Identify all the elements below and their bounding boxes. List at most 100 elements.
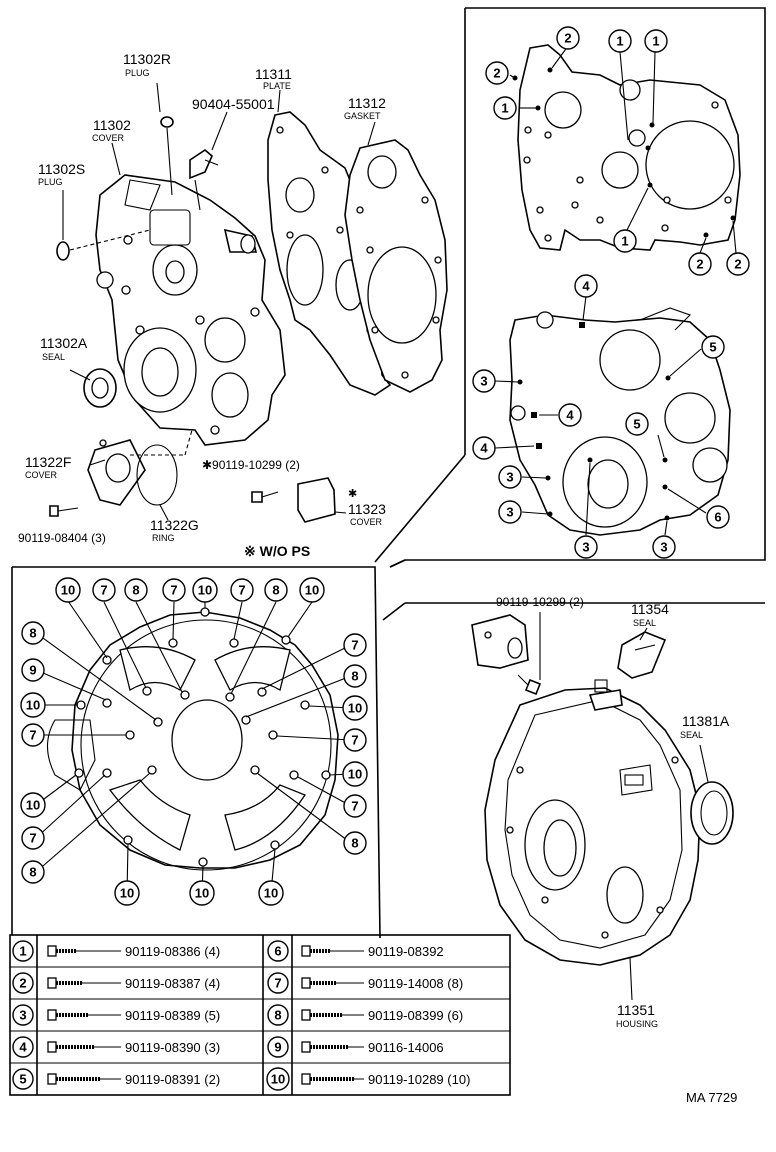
svg-text:3: 3 [660, 540, 667, 555]
svg-text:10: 10 [305, 583, 319, 598]
svg-text:7: 7 [351, 733, 358, 748]
label-11351: 11351 HOUSING [616, 1002, 658, 1029]
label-90119-10299: 90119-10299 (2) [496, 595, 584, 609]
callout-8: 8 [343, 831, 367, 855]
svg-text:3: 3 [480, 374, 487, 389]
svg-text:10: 10 [26, 698, 40, 713]
svg-text:10: 10 [348, 701, 362, 716]
label-11302S: 11302S PLUG [38, 161, 85, 187]
part-number: 11381A [682, 713, 730, 729]
bolt-icon [301, 977, 311, 989]
callout-8: 8 [124, 578, 148, 602]
callout-1: 1 [613, 229, 637, 253]
bolt-icon [301, 1009, 311, 1021]
bolt-part-number: 90119-08391 (2) [125, 1072, 220, 1087]
svg-text:7: 7 [351, 638, 358, 653]
callout-1: 1 [644, 29, 668, 53]
callout-10-group: 10 10 10 10 10 10 10 10 10 10 [20, 577, 368, 906]
callout-10: 10 [20, 692, 46, 718]
svg-text:1: 1 [501, 101, 508, 116]
bolt-callout [267, 1004, 289, 1026]
callout-1: 1 [608, 29, 632, 53]
callout-10: 10 [189, 880, 215, 906]
callout-7-group: 7 7 7 7 7 7 7 7 [21, 578, 367, 850]
svg-text:7: 7 [238, 583, 245, 598]
svg-text:7: 7 [170, 583, 177, 598]
bolt-callout [12, 1036, 34, 1058]
part-name: PLUG [38, 177, 63, 187]
svg-text:10: 10 [61, 583, 75, 598]
bolt-part-number: 90116-14006 [368, 1040, 444, 1055]
svg-text:8: 8 [351, 669, 358, 684]
callout-8: 8 [21, 621, 45, 645]
bolt-part-number: 90119-08386 (4) [125, 944, 220, 959]
bolt-callout-number: 4 [19, 1040, 27, 1055]
callout-9: 9 [21, 658, 45, 682]
bolt-callout-number: 9 [274, 1040, 281, 1055]
svg-text:2: 2 [734, 257, 741, 272]
bolt-callout-number: 7 [274, 976, 281, 991]
flywheel-housing-drawing [471, 612, 734, 1001]
bolt-icon [47, 1073, 57, 1085]
part-number: 11302R [123, 51, 171, 67]
svg-text:5: 5 [709, 340, 716, 355]
bolt-part-number: 90119-08390 (3) [125, 1040, 220, 1055]
svg-text:6: 6 [714, 510, 721, 525]
bolt-row-8: 8 90119-08399 (6) [267, 1004, 463, 1026]
label-11311: 11311 PLATE [255, 66, 292, 91]
label-11322G: 11322G RING [150, 517, 199, 543]
svg-text:5: 5 [633, 417, 640, 432]
bolt-callout [12, 1004, 34, 1026]
bolt-callout-number: 10 [271, 1072, 285, 1087]
svg-text:10: 10 [198, 583, 212, 598]
part-name: GASKET [344, 111, 381, 121]
bolt-callout [12, 972, 34, 994]
bolt-callout-number: 6 [274, 944, 281, 959]
callout-4: 4 [574, 274, 598, 298]
label-11322F: 11322F COVER [25, 454, 71, 480]
part-number: 11311 [255, 66, 292, 82]
part-name: HOUSING [616, 1019, 658, 1029]
svg-text:3: 3 [582, 540, 589, 555]
label-90404-55001: 90404-55001 [192, 96, 275, 112]
bolt-callout-number: 1 [19, 944, 26, 959]
callout-7: 7 [92, 578, 116, 602]
callout-8-group: 8 8 8 8 8 8 [21, 578, 367, 884]
label-11354: 11354 SEAL [631, 601, 669, 628]
callout-5-group: 5 5 [625, 335, 725, 436]
part-name: PLATE [263, 81, 291, 91]
part-name: SEAL [680, 730, 703, 740]
part-number: 11302 [93, 117, 131, 133]
bolt-callout [267, 940, 289, 962]
bolt-icon [47, 977, 57, 989]
part-name: SEAL [633, 618, 656, 628]
part-number: 11354 [631, 601, 669, 617]
svg-text:8: 8 [351, 836, 358, 851]
callout-8: 8 [21, 860, 45, 884]
callout-4-group: 4 4 4 [472, 274, 598, 460]
svg-text:8: 8 [29, 626, 36, 641]
svg-text:1: 1 [652, 34, 659, 49]
part-mark: ✱ [348, 488, 357, 500]
callout-5: 5 [625, 412, 649, 436]
part-number: 11302A [40, 335, 88, 351]
label-11381A: 11381A SEAL [680, 713, 730, 740]
callout-10: 10 [342, 761, 368, 787]
bolt-icon [47, 1041, 57, 1053]
end-plate-drawing [35, 600, 353, 894]
callout-7: 7 [343, 794, 367, 818]
part-name: COVER [92, 133, 125, 143]
part-number: 11323 [348, 501, 386, 517]
bolt-part-number: 90119-08399 (6) [368, 1008, 463, 1023]
callout-6: 6 [706, 505, 730, 529]
svg-text:4: 4 [582, 279, 590, 294]
bolt-callout [12, 940, 34, 962]
bolt-callout-number: 8 [274, 1008, 281, 1023]
callout-10: 10 [342, 695, 368, 721]
svg-text:7: 7 [351, 799, 358, 814]
svg-text:10: 10 [120, 886, 134, 901]
svg-text:8: 8 [132, 583, 139, 598]
section-frame [11, 7, 766, 939]
